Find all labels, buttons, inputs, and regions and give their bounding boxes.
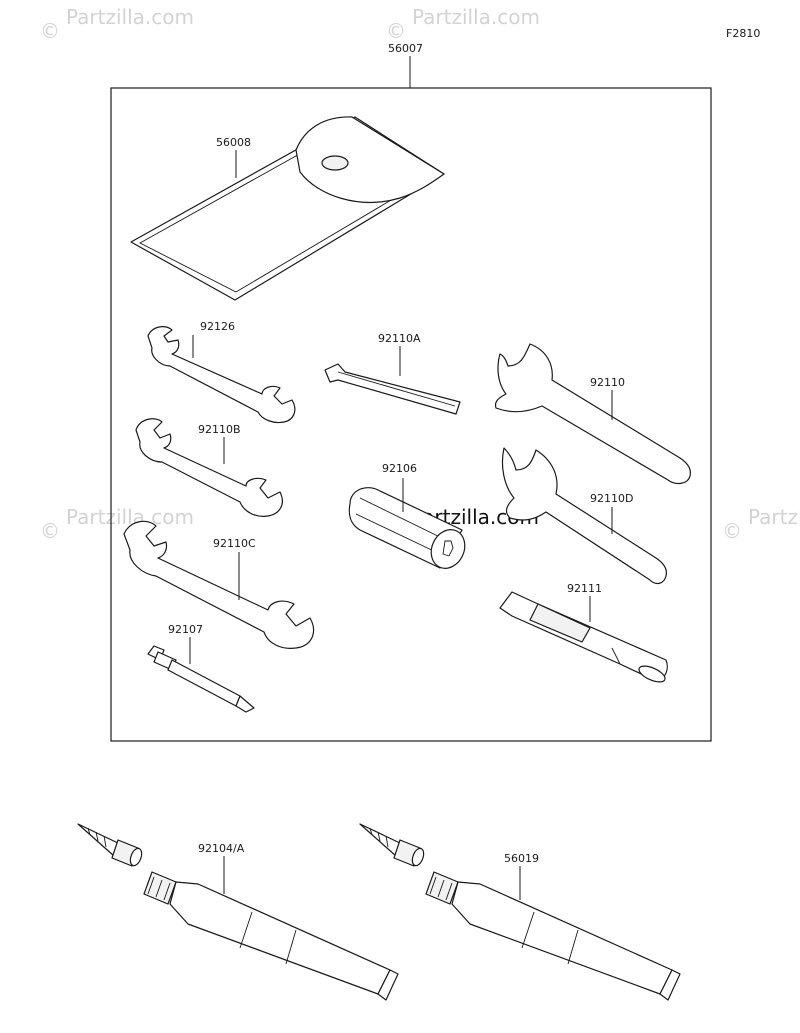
watermark-copyright-symbol: ©	[40, 519, 60, 543]
part-label-92110D: 92110D	[590, 492, 633, 505]
part-extension-92111: 92111	[499, 582, 668, 683]
watermark-copyright-symbol: ©	[40, 19, 60, 43]
watermark-top-left: © Partzilla.com	[40, 5, 194, 43]
part-wrench-92110B: 92110B	[135, 418, 283, 517]
part-label-92110C: 92110C	[213, 537, 256, 550]
watermark-middle-right: © Partzilla.com	[722, 505, 800, 543]
part-grease-tube-56019	[359, 823, 681, 1001]
watermark-copyright-symbol: ©	[722, 519, 742, 543]
part-plug-socket-92106: 92106	[348, 462, 466, 569]
part-spanner-92110: 92110	[494, 343, 691, 485]
watermark-text: Partzilla.com	[66, 505, 194, 529]
part-wrench-92110C: 92110C	[123, 520, 315, 649]
part-label-92111: 92111	[567, 582, 602, 595]
watermark-top-center: © Partzilla.com	[386, 5, 540, 43]
part-label-92107: 92107	[168, 623, 203, 636]
kit-frame	[110, 87, 712, 742]
part-label-56008: 56008	[216, 136, 251, 149]
part-label-92104A: 92104/A	[198, 842, 245, 855]
watermark-text: Partzilla.com	[412, 5, 540, 29]
watermark-copyright-symbol: ©	[386, 19, 406, 43]
part-label-92110B: 92110B	[198, 423, 241, 436]
watermark-text: Partzilla.com	[66, 5, 194, 29]
part-label-92110: 92110	[590, 376, 625, 389]
part-hex-key-92110A: 92110A	[324, 332, 461, 415]
watermark-middle-left: © Partzilla.com	[40, 505, 194, 543]
watermark-text: Partzilla.com	[748, 505, 800, 529]
part-tool-case: 56008	[130, 116, 445, 301]
part-screwdriver-bit-92107: 92107	[147, 623, 255, 713]
diagram-code: F2810	[726, 27, 760, 40]
part-label-56007: 56007	[388, 42, 423, 55]
part-label-92106: 92106	[382, 462, 417, 475]
part-label-56019: 56019	[504, 852, 539, 865]
part-wrench-92126: 92126	[147, 320, 296, 424]
part-spanner-92110D: 92110D	[501, 447, 667, 585]
part-label-92126: 92126	[200, 320, 235, 333]
part-label-92110A: 92110A	[378, 332, 421, 345]
